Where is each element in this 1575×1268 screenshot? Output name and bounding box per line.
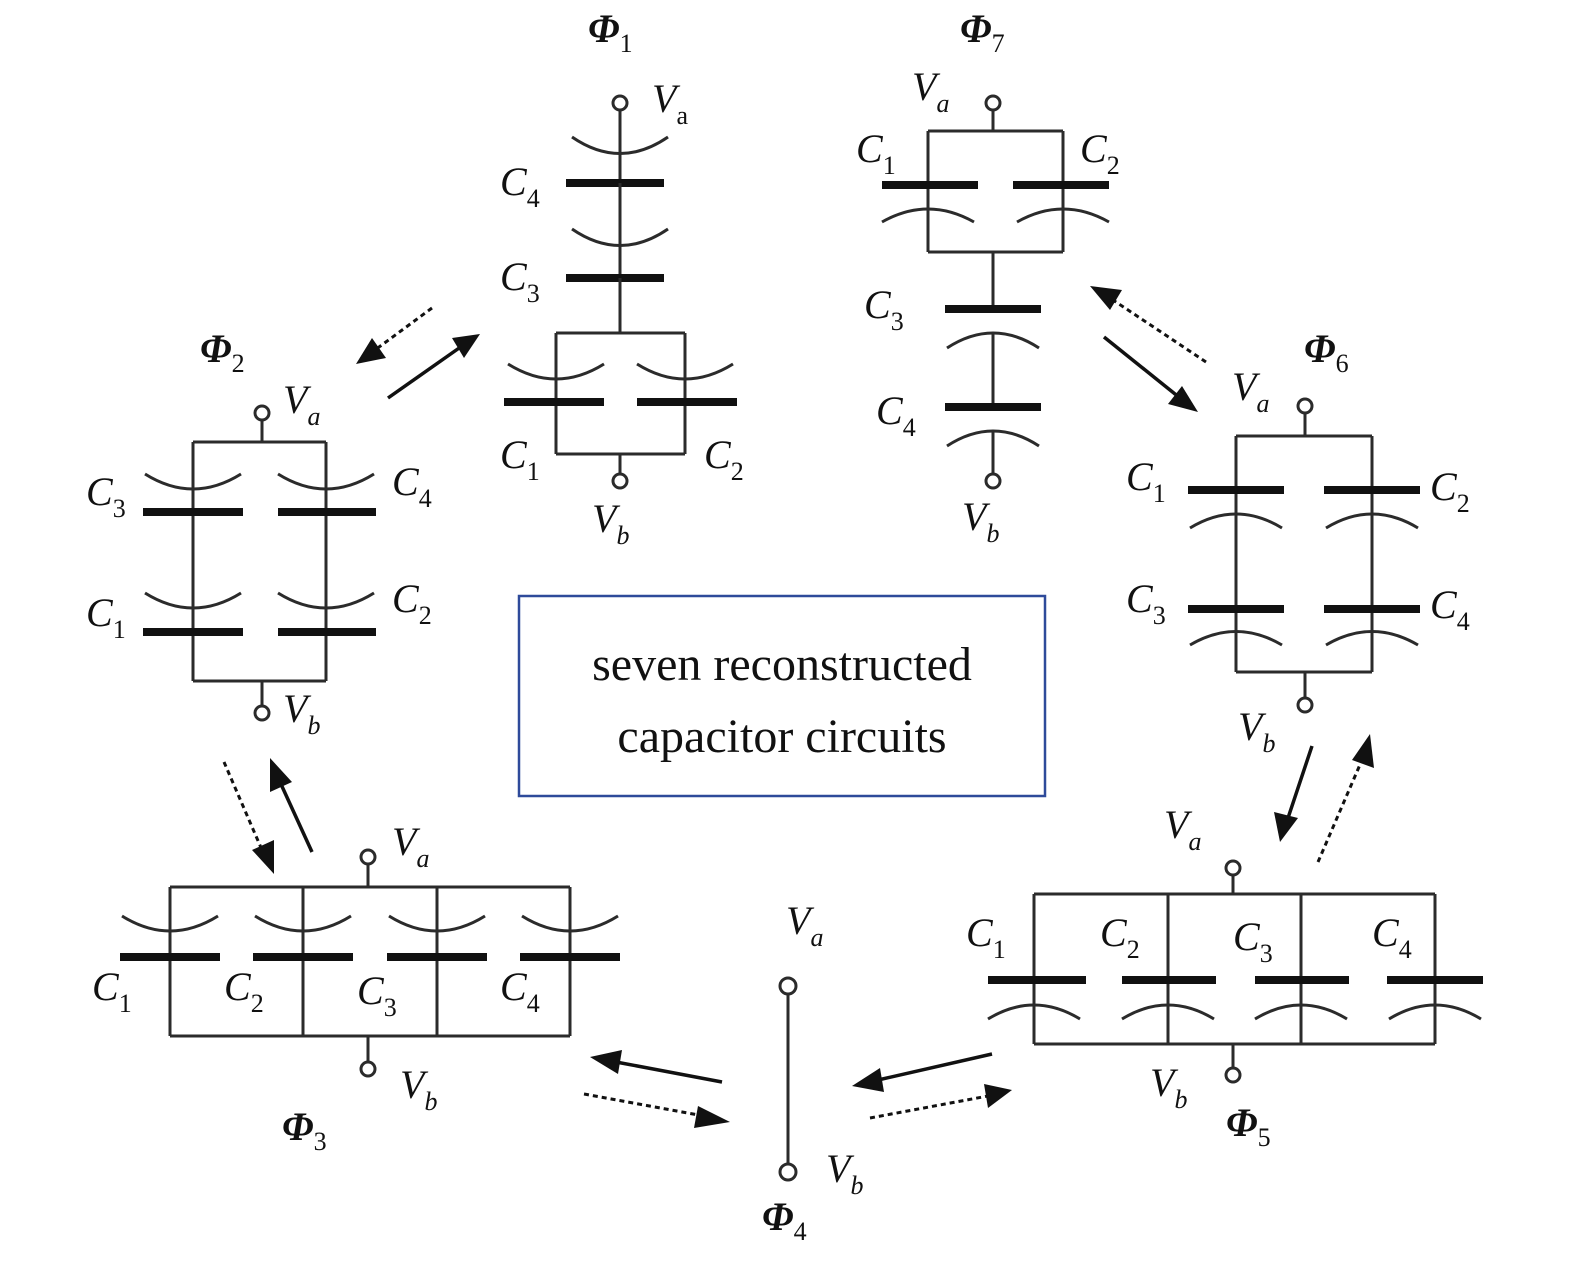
phi6-vb-label: Vb xyxy=(1238,704,1275,758)
phi5-vb-label: Vb xyxy=(1150,1060,1187,1114)
state-phi7-circuit: Φ7 Va C1 C2 C3 C4 Vb xyxy=(856,6,1120,548)
arrow-head xyxy=(1352,734,1374,768)
phi6-va-label: Va xyxy=(1232,364,1269,418)
caption-line-1: seven reconstructed xyxy=(592,638,972,691)
phi3-label: Φ3 xyxy=(282,1104,327,1156)
arrow-head xyxy=(270,758,292,792)
arrow-head xyxy=(1274,812,1298,842)
phi6-c3-label: C3 xyxy=(1126,576,1166,630)
arrow-phi6-to-phi5 xyxy=(1286,745,1314,819)
phi2-va-terminal xyxy=(253,404,271,422)
arrow-head xyxy=(984,1084,1012,1108)
phi7-c4-label: C4 xyxy=(876,388,916,442)
phi3-c1-label: C1 xyxy=(92,964,132,1018)
phi4-label: Φ4 xyxy=(762,1194,807,1246)
phi2-vb-label: Vb xyxy=(283,686,320,740)
phi6-label: Φ6 xyxy=(1304,326,1349,378)
arrow-head xyxy=(452,334,480,358)
phi6-c4-label: C4 xyxy=(1430,582,1470,636)
arrow-head xyxy=(694,1106,730,1128)
arrow-head xyxy=(252,840,274,874)
phi5-c1-label: C1 xyxy=(966,910,1006,964)
caption-border xyxy=(517,594,1047,798)
phi7-vb-terminal xyxy=(984,472,1002,490)
phi5-c2-label: C2 xyxy=(1100,910,1140,964)
arrow-head xyxy=(590,1050,622,1074)
arrow-phi3-to-phi4-dashed xyxy=(583,1092,705,1118)
phi3-vb-terminal xyxy=(359,1060,377,1078)
phi3-c2-label: C2 xyxy=(224,964,264,1018)
phi7-vb-label: Vb xyxy=(962,494,999,548)
phi2-label: Φ2 xyxy=(200,326,245,378)
phi5-va-terminal xyxy=(1224,859,1242,877)
phi1-c4-label: C4 xyxy=(500,159,540,213)
phi1-c1-label: C1 xyxy=(500,432,540,486)
state-phi4-circuit: Va Vb Φ4 xyxy=(762,898,863,1246)
phi2-c1-label: C1 xyxy=(86,590,126,644)
phi7-c3-label: C3 xyxy=(864,282,904,336)
state-phi5-circuit: Va C1 C2 C3 C4 Vb Φ5 xyxy=(966,802,1483,1152)
arrow-head xyxy=(1168,386,1198,412)
phi2-c3-label: C3 xyxy=(86,469,126,523)
phi7-va-terminal xyxy=(984,94,1002,112)
arrow-head xyxy=(356,338,386,364)
arrow-phi4-to-phi3 xyxy=(615,1060,723,1084)
phi1-c3-label: C3 xyxy=(500,254,540,308)
phi2-vb-terminal xyxy=(253,704,271,722)
phi5-c3-label: C3 xyxy=(1233,914,1273,968)
phi6-va-terminal xyxy=(1296,397,1314,415)
phi6-c1-label: C1 xyxy=(1126,454,1166,508)
phi3-c4-label: C4 xyxy=(500,964,540,1018)
phi4-vb-label: Vb xyxy=(826,1146,863,1200)
caption-line-2: capacitor circuits xyxy=(617,710,946,763)
phi7-va-label: Va xyxy=(912,64,949,118)
state-phi6-circuit: Φ6 Va C1 C2 C3 C4 Vb xyxy=(1126,326,1470,758)
phi3-vb-label: Vb xyxy=(400,1062,437,1116)
phi5-c4-label: C4 xyxy=(1372,910,1412,964)
arrow-phi3-to-phi2 xyxy=(278,781,314,853)
phi4-va-terminal xyxy=(778,976,798,996)
arrow-phi2-to-phi1 xyxy=(386,344,464,400)
arrow-phi4-to-phi5-dashed xyxy=(869,1094,989,1120)
state-phi1-circuit: Φ1 Va C4 C3 C1 C2 Vb xyxy=(500,6,744,550)
phi3-va-terminal xyxy=(359,848,377,866)
phi3-c3-label: C3 xyxy=(357,968,397,1022)
arrow-phi6-to-phi7-dashed xyxy=(1109,296,1207,364)
arrow-head xyxy=(852,1068,884,1092)
arrow-phi5-to-phi4 xyxy=(877,1052,993,1082)
phi2-c4-label: C4 xyxy=(392,459,432,513)
phi5-label: Φ5 xyxy=(1226,1100,1271,1152)
arrow-phi5-to-phi6-dashed xyxy=(1316,759,1364,863)
phi5-vb-terminal xyxy=(1224,1066,1242,1084)
phi7-label: Φ7 xyxy=(960,6,1005,58)
phi2-va-label: Va xyxy=(283,377,320,431)
phi6-c2-label: C2 xyxy=(1430,464,1470,518)
phi1-vb-terminal xyxy=(611,472,629,490)
caption-box: seven reconstructed capacitor circuits xyxy=(517,594,1047,798)
state-phi3-circuit: Va C1 C2 C3 C4 Vb Φ3 xyxy=(92,819,620,1156)
state-phi2-circuit: Φ2 Va C3 C4 C1 C2 Vb xyxy=(86,326,432,740)
phi7-c1-label: C1 xyxy=(856,126,896,180)
phi4-vb-terminal xyxy=(778,1162,798,1182)
phi4-va-label: Va xyxy=(786,898,823,952)
phi2-c2-label: C2 xyxy=(392,576,432,630)
phi1-label: Φ1 xyxy=(588,6,633,58)
phi1-vb-label: Vb xyxy=(592,496,629,550)
phi6-vb-terminal xyxy=(1296,696,1314,714)
phi5-va-label: Va xyxy=(1164,802,1201,856)
phi3-va-label: Va xyxy=(392,819,429,873)
arrow-phi2-to-phi3-dashed xyxy=(222,761,264,851)
phi1-c2-label: C2 xyxy=(704,432,744,486)
arrow-phi7-to-phi6 xyxy=(1102,335,1182,400)
phi7-c2-label: C2 xyxy=(1080,126,1120,180)
phi1-va-terminal xyxy=(611,94,629,112)
transition-arrows xyxy=(222,286,1374,1128)
arrow-head xyxy=(1090,286,1122,310)
arrow-phi1-to-phi2-dashed xyxy=(374,306,433,352)
phi1-va-label: Va xyxy=(652,76,688,130)
